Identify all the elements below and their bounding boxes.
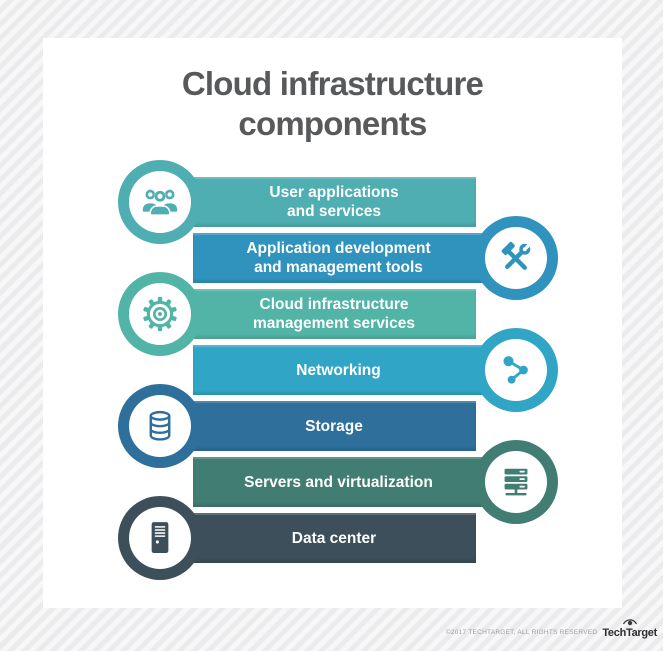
database-icon	[149, 410, 171, 441]
page-title: Cloud infrastructure components	[43, 64, 622, 144]
bar-label-line: and management tools	[254, 259, 423, 276]
brand-text: TechTarget	[602, 627, 657, 639]
page-title-line-1: Cloud infrastructure	[181, 65, 484, 102]
icon-badge-servers-and-virtualization	[474, 440, 558, 524]
footer: ©2017 TECHTARGET, ALL RIGHTS RESERVED Te…	[446, 617, 657, 639]
bar-label-line: Storage	[305, 417, 363, 435]
page-title-line-2: components	[238, 105, 427, 142]
bar-label-line: Servers and virtualization	[244, 473, 433, 491]
component-bar-application-development-and-management-tools: Application development and management to…	[193, 233, 516, 283]
icon-badge-inner	[129, 283, 191, 345]
icon-badge-inner	[129, 395, 191, 457]
eye-icon	[622, 619, 637, 626]
techtarget-logo: TechTarget	[602, 617, 657, 639]
icon-badge-inner	[129, 507, 191, 569]
bar-label-line: Networking	[296, 361, 381, 379]
server-stack-icon	[504, 468, 528, 496]
icon-badge-inner	[485, 227, 547, 289]
component-bar-data-center: Data center	[160, 513, 476, 563]
bar-label-line: User applications	[269, 184, 399, 201]
component-bar-networking: Networking	[193, 345, 516, 395]
component-bar-storage: Storage	[160, 401, 476, 451]
copyright-text: ©2017 TECHTARGET, ALL RIGHTS RESERVED	[445, 629, 598, 636]
icon-badge-inner	[485, 339, 547, 401]
bar-label-line: Data center	[291, 529, 377, 547]
icon-badge-cloud-infrastructure-management-services	[118, 272, 202, 356]
component-bar-servers-and-virtualization: Servers and virtualization	[193, 457, 516, 507]
server-tower-icon	[151, 522, 169, 553]
card: Cloud infrastructure components User app…	[43, 38, 622, 608]
bar-label-line: and services	[287, 203, 381, 220]
hammer-wrench-icon	[501, 241, 532, 270]
icon-badge-application-development-and-management-tools	[474, 216, 558, 300]
icon-badge-user-applications-and-services	[118, 160, 202, 244]
bar-label-line: Cloud infrastructure	[259, 296, 409, 313]
bar-label-line: Application development	[246, 240, 431, 257]
bar-label-line: management services	[253, 315, 415, 332]
icon-badge-networking	[474, 328, 558, 412]
component-bar-cloud-infrastructure-management-services: Cloud infrastructure management services	[160, 289, 476, 339]
icon-badge-inner	[485, 451, 547, 513]
gear-icon	[143, 296, 177, 332]
icon-badge-storage	[118, 384, 202, 468]
users-group-icon	[142, 189, 178, 216]
network-nodes-icon	[503, 356, 528, 384]
icon-badge-inner	[129, 171, 191, 233]
icon-badge-data-center	[118, 496, 202, 580]
component-bar-user-applications-and-services: User applications and services	[160, 177, 476, 227]
